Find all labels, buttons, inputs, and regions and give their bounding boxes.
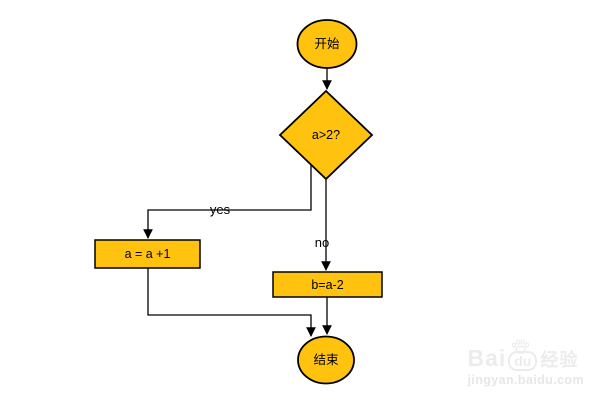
watermark-du-badge: du [508, 338, 538, 371]
node-assign-label: b=a-2 [311, 278, 343, 292]
node-decision-label: a>2? [312, 128, 340, 142]
node-increment-label: a = a +1 [125, 247, 171, 261]
watermark-jingyan-text: 经验 [540, 349, 579, 370]
node-decision [278, 89, 374, 181]
edge-label-no: no [315, 235, 329, 250]
baidu-logo: Bai du 经验 [467, 338, 584, 371]
node-end-label: 结束 [313, 353, 339, 367]
node-assign [272, 271, 383, 298]
edge-increment-to-end [147, 268, 316, 337]
node-end [297, 335, 355, 385]
node-increment [94, 239, 201, 269]
watermark-du-text: du [514, 352, 532, 369]
watermark-url: jingyan.baidu.com [467, 373, 584, 387]
watermark-bai-text: Bai [467, 344, 507, 371]
paw-icon [512, 338, 530, 354]
node-start-label: 开始 [314, 37, 340, 51]
edge-decision-to-increment-yes [143, 164, 312, 239]
baidu-watermark: Bai du 经验 jingyan.baidu.com [467, 338, 584, 387]
node-start [296, 19, 358, 69]
edge-label-yes: yes [210, 202, 231, 217]
